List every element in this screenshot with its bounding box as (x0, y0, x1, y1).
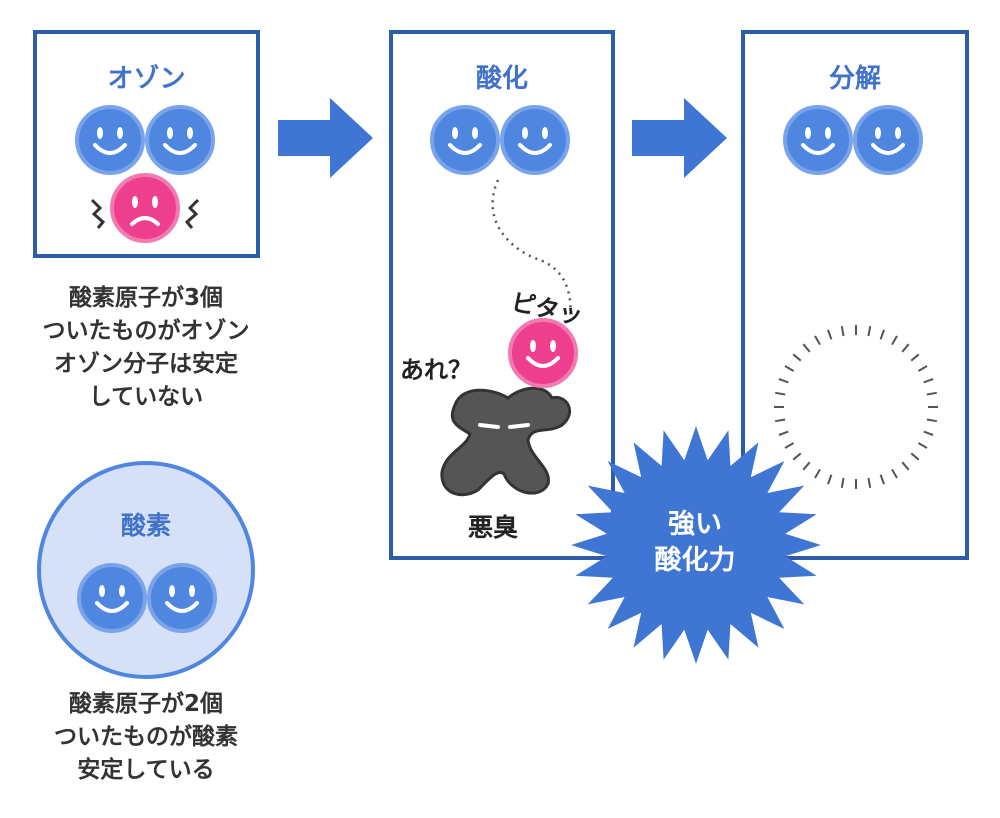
sad-atom-icon (110, 173, 180, 243)
smiley-atom-icon (783, 105, 853, 175)
smiley-atom-icon (500, 105, 570, 175)
oxygen-circle (37, 461, 255, 679)
burst-line: 酸化力 (654, 545, 736, 576)
caption-line: ついたものが酸素 (54, 724, 238, 750)
oxygen-caption: 酸素原子が2個 ついたものが酸素 安定している (10, 688, 282, 787)
ring-dash (901, 343, 910, 353)
ring-dash (867, 326, 872, 337)
ring-dash (926, 391, 937, 396)
ring-dash (926, 418, 937, 423)
ring-dash (784, 442, 795, 449)
ring-dash (901, 461, 910, 471)
arrow-right-icon (632, 98, 727, 178)
caption-line: オゾン分子は安定 (54, 351, 238, 377)
ring-dash (917, 442, 928, 449)
ring-dash (784, 365, 795, 372)
ring-dash (802, 343, 811, 353)
ring-dash (840, 477, 845, 488)
ozone-caption: 酸素原子が3個 ついたものがオゾン オゾン分子は安定 していない (10, 282, 282, 414)
ring-dash (775, 418, 786, 423)
smiley-atom-icon (430, 105, 500, 175)
ring-dash (867, 477, 872, 488)
odor-label: 悪臭 (468, 513, 519, 542)
burst-icon (571, 426, 821, 664)
oxidation-title: 酸化 (475, 64, 528, 94)
ring-dash (792, 353, 802, 362)
dissolve-ring-icon (774, 325, 938, 489)
are-label: あれ？ (400, 356, 472, 384)
burst-line: 強い (668, 509, 722, 540)
smiley-atom-icon (853, 105, 923, 175)
oxygen-title: 酸素 (120, 511, 171, 540)
caption-line: 安定している (77, 757, 215, 783)
ring-dash (891, 468, 898, 479)
caption-line: ついたものがオゾン (42, 318, 250, 344)
shake-icon (90, 198, 106, 229)
caption-line: 酸素原子が3個 (68, 285, 223, 311)
ring-dash (802, 461, 811, 471)
ring-dash (814, 335, 821, 346)
decompose-panel: 分解 (741, 30, 969, 560)
burst-text: 強い 酸化力 (620, 507, 770, 579)
smiley-atom-icon (75, 105, 145, 175)
odor-eye (508, 423, 530, 429)
pink-atom-icon (508, 318, 578, 388)
ring-dash (910, 452, 920, 461)
smiley-atom-icon (145, 105, 215, 175)
ring-dash (891, 335, 898, 346)
ring-dash (827, 329, 833, 340)
trajectory-dotted-line (491, 179, 572, 323)
caption-line: 酸素原子が2個 (68, 691, 223, 717)
caption-line: していない (88, 384, 204, 410)
ring-dash (775, 391, 786, 396)
ring-dash (923, 430, 934, 436)
ring-dash (827, 474, 833, 485)
ring-dash (879, 329, 885, 340)
ring-dash (778, 430, 789, 436)
odor-blob-icon (440, 386, 572, 496)
ring-dash (879, 474, 885, 485)
smiley-atom-icon (77, 563, 147, 633)
ozone-title: オゾン (107, 64, 186, 94)
ring-dash (917, 365, 928, 372)
decompose-title: 分解 (828, 64, 881, 94)
ring-dash (923, 378, 934, 384)
odor-eye (478, 423, 500, 429)
shake-icon (184, 198, 200, 229)
smiley-atom-icon (147, 563, 217, 633)
ring-dash (792, 452, 802, 461)
arrow-right-icon (278, 98, 373, 178)
ring-dash (814, 468, 821, 479)
ring-dash (778, 378, 789, 384)
ring-dash (840, 326, 845, 337)
ring-dash (910, 353, 920, 362)
